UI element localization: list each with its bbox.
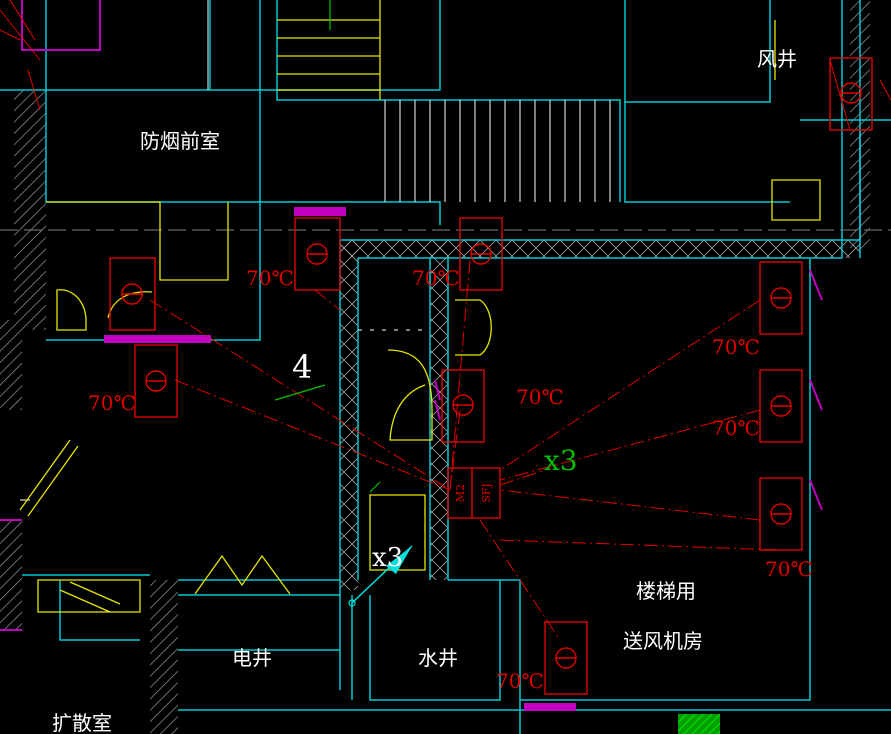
fan-tag-m2: M2 — [454, 484, 467, 502]
damper-tag: 70℃ — [765, 557, 813, 581]
magenta-markings — [0, 0, 823, 711]
fire-dampers — [109, 57, 873, 695]
fire-damper-icon — [459, 217, 503, 291]
fire-damper-icon — [294, 217, 341, 291]
fire-damper-icon — [759, 369, 803, 443]
shaft-cross-hatch — [340, 240, 860, 590]
room-label-diffusion-room: 扩散室 — [52, 711, 112, 734]
red-scribbles — [0, 0, 891, 131]
supply-fan-unit: M2 SFJ — [447, 467, 501, 519]
fire-damper-icon — [544, 621, 588, 695]
room-label-smoke-lobby: 防烟前室 — [140, 129, 220, 153]
label-number-4: 4 — [292, 348, 312, 386]
room-label-water-shaft: 水井 — [418, 646, 458, 670]
damper-tag: 70℃ — [712, 416, 760, 440]
room-label-air-shaft: 风井 — [757, 47, 797, 71]
fire-damper-icon — [134, 344, 178, 418]
hatched-walls — [0, 0, 870, 734]
stair-treads — [0, 0, 891, 501]
label-x3-upper: x3 — [544, 444, 578, 477]
fire-damper-icon — [759, 477, 803, 551]
damper-temperature-tags: 70℃ 70℃ 70℃ 70℃ 70℃ 70℃ 70℃ 70℃ — [88, 266, 813, 693]
green-hatch-block — [678, 714, 720, 734]
damper-tag: 70℃ — [496, 669, 544, 693]
damper-tag: 70℃ — [712, 335, 760, 359]
fire-damper-icon — [829, 57, 873, 131]
fire-damper-icon — [109, 257, 156, 331]
damper-tag: 70℃ — [516, 385, 564, 409]
leader-lines — [149, 259, 781, 641]
green-annotations — [274, 0, 381, 493]
room-label-electrical-shaft: 电井 — [232, 646, 272, 670]
fire-damper-icon — [441, 369, 485, 443]
fan-tag-sfj: SFJ — [480, 483, 493, 503]
door-and-stair-lines — [19, 0, 821, 613]
damper-tag: 70℃ — [412, 266, 460, 290]
room-label-stair-fan-room: 送风机房 — [623, 629, 703, 653]
room-labels: 防烟前室 风井 楼梯用 送风机房 电井 水井 扩散室 — [52, 47, 797, 734]
room-label-stair-fan-room: 楼梯用 — [636, 579, 696, 603]
damper-tag: 70℃ — [246, 266, 294, 290]
label-x3-lower: x3 — [372, 543, 403, 573]
damper-tag: 70℃ — [88, 391, 136, 415]
fire-damper-icon — [759, 261, 803, 335]
cursor-arrow-icon[interactable] — [348, 545, 413, 607]
